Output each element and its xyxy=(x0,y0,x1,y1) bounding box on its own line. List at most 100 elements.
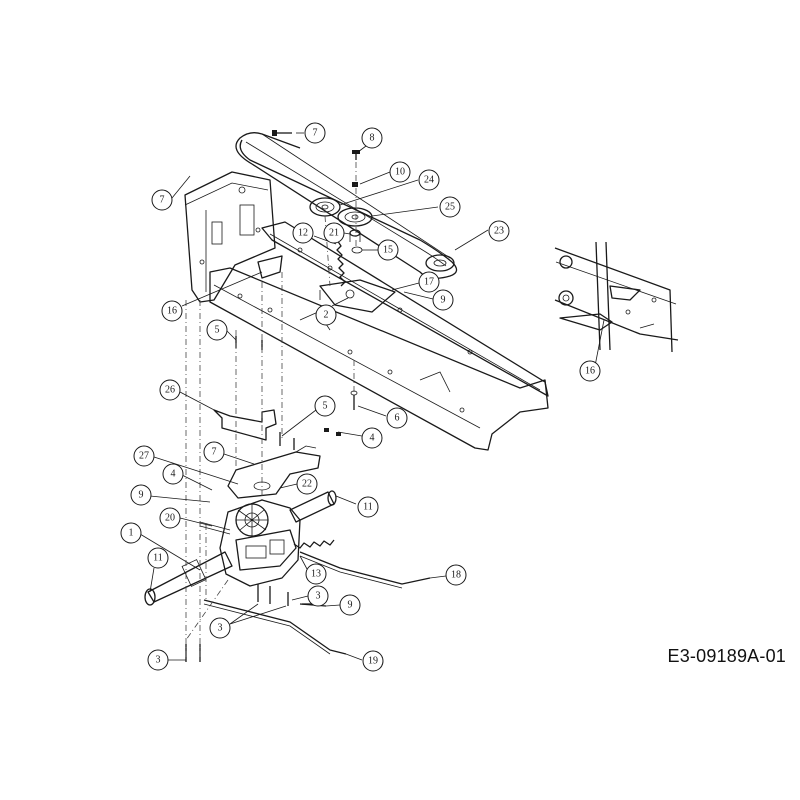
callout-label: 9 xyxy=(441,295,446,306)
callout-21: 21 xyxy=(323,222,345,244)
bolts-4 xyxy=(324,428,341,436)
washer-15 xyxy=(351,246,363,254)
frame-right-rail xyxy=(261,221,549,397)
drive-pulley-23 xyxy=(425,254,455,272)
callout-4-left: 4 xyxy=(162,463,184,485)
callout-label: 21 xyxy=(329,228,339,239)
callout-label: 15 xyxy=(383,245,393,256)
assembly-centerlines xyxy=(185,162,357,660)
callout-label: 2 xyxy=(324,310,329,321)
callout-label: 5 xyxy=(323,401,328,412)
callout-leaders xyxy=(139,132,605,661)
frame-rear-plate xyxy=(184,171,276,303)
callout-3-middle: 3 xyxy=(209,617,231,639)
bolt-top-7 xyxy=(272,130,292,136)
callout-label: 7 xyxy=(160,195,165,206)
callout-7-top: 7 xyxy=(304,122,326,144)
callout-25: 25 xyxy=(439,196,461,218)
callout-4-right: 4 xyxy=(361,427,383,449)
callout-2: 2 xyxy=(315,304,337,326)
callout-3-right: 3 xyxy=(307,585,329,607)
callout-label: 11 xyxy=(153,553,163,564)
callout-label: 11 xyxy=(363,502,373,513)
control-rod-19 xyxy=(203,599,347,655)
callout-label: 17 xyxy=(424,277,434,288)
callout-5-lower: 5 xyxy=(314,395,336,417)
callout-22: 22 xyxy=(296,473,318,495)
callout-24: 24 xyxy=(418,169,440,191)
callout-label: 9 xyxy=(348,600,353,611)
idler-pulley-24 xyxy=(309,197,341,217)
callout-7-left: 7 xyxy=(151,189,173,211)
callout-label: 1 xyxy=(129,528,134,539)
control-rod-18 xyxy=(299,551,431,589)
callout-label: 4 xyxy=(171,469,176,480)
callout-9-lower: 9 xyxy=(339,594,361,616)
axle-left xyxy=(144,551,233,606)
pins-3 xyxy=(185,584,314,662)
callout-7-middle: 7 xyxy=(203,441,225,463)
frame-bracket-16 xyxy=(257,255,283,279)
callout-16-detail: 16 xyxy=(579,360,601,382)
callout-18: 18 xyxy=(445,564,467,586)
callout-13: 13 xyxy=(305,563,327,585)
callout-label: 27 xyxy=(139,451,149,462)
callout-26: 26 xyxy=(159,379,181,401)
callout-label: 7 xyxy=(313,128,318,139)
drawing-reference-code: E3-09189A-01 xyxy=(667,646,786,666)
callout-9-middle: 9 xyxy=(130,484,152,506)
callout-11-left: 11 xyxy=(147,547,169,569)
callout-20: 20 xyxy=(159,507,181,529)
callout-17-highlighted: 17 xyxy=(418,271,440,293)
drive-belt xyxy=(235,132,458,279)
bolt-6 xyxy=(350,390,358,410)
callout-label: 7 xyxy=(212,447,217,458)
callout-label: 4 xyxy=(370,433,375,444)
callout-10: 10 xyxy=(389,161,411,183)
callout-label: 19 xyxy=(368,656,378,667)
callout-label: 20 xyxy=(165,513,175,524)
callout-27: 27 xyxy=(133,445,155,467)
callout-label: 6 xyxy=(395,413,400,424)
callout-12: 12 xyxy=(292,222,314,244)
callout-1: 1 xyxy=(120,522,142,544)
callout-6: 6 xyxy=(386,407,408,429)
axle-right xyxy=(289,490,337,523)
callout-label: 24 xyxy=(424,175,434,186)
callout-23: 23 xyxy=(488,220,510,242)
callout-label: 8 xyxy=(370,133,375,144)
frame-left-rail xyxy=(209,267,549,451)
callout-19: 19 xyxy=(362,650,384,672)
callout-label: 3 xyxy=(218,623,223,634)
callout-label: 26 xyxy=(165,385,175,396)
callout-label: 16 xyxy=(585,366,595,377)
spring-13 xyxy=(293,539,335,549)
fan-pulley-20 xyxy=(199,521,231,535)
spacer-21 xyxy=(349,229,361,242)
callout-label: 25 xyxy=(445,202,455,213)
idler-pulley-25 xyxy=(337,207,373,227)
callout-label: 9 xyxy=(139,490,144,501)
callout-label: 5 xyxy=(215,325,220,336)
callout-15: 15 xyxy=(377,239,399,261)
callout-3-bottom: 3 xyxy=(147,649,169,671)
callout-label: 18 xyxy=(451,570,461,581)
nut-10 xyxy=(352,182,358,187)
callout-label: 16 xyxy=(167,306,177,317)
callout-9-upper: 9 xyxy=(432,289,454,311)
bracket-26 xyxy=(213,409,277,441)
callout-5-upper: 5 xyxy=(206,319,228,341)
callout-11-right: 11 xyxy=(357,496,379,518)
callout-label: 22 xyxy=(302,479,312,490)
callout-label: 10 xyxy=(395,167,405,178)
callout-label: 13 xyxy=(311,569,321,580)
transmission-1 xyxy=(219,499,301,587)
detail-inset-frame-bracket xyxy=(554,241,679,353)
bolt-5-upper xyxy=(235,336,263,350)
callout-label: 3 xyxy=(156,655,161,666)
callout-16-main: 16 xyxy=(161,300,183,322)
callout-label: 3 xyxy=(316,591,321,602)
bolt-5-lower xyxy=(279,432,295,450)
bolt-8 xyxy=(352,150,360,160)
